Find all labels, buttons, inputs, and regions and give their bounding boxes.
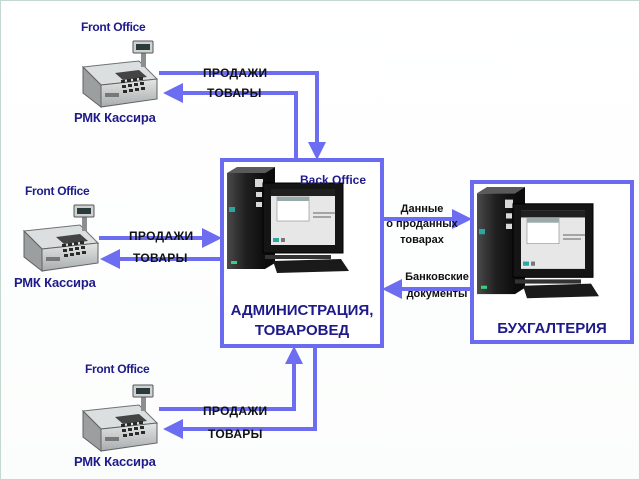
goods-label-top: ТОВАРЫ: [207, 86, 262, 100]
front-office-label-bottom: Front Office: [85, 362, 150, 376]
sales-data-line1: Данные: [400, 203, 444, 215]
goods-label-bottom: ТОВАРЫ: [208, 427, 263, 441]
front-office-label-top: Front Office: [81, 20, 146, 34]
cashier-label-top: РМК Кассира: [74, 110, 156, 125]
arrow-sales-bottom: [159, 363, 296, 411]
goods-label-middle: ТОВАРЫ: [133, 251, 188, 265]
sales-data-line3: товарах: [400, 233, 444, 246]
bank-docs-line1: Банковские: [405, 271, 469, 283]
sales-data-line2: о проданных: [386, 218, 458, 231]
arrow-goods-bottom: [181, 346, 317, 431]
arrow-goods-top: [181, 91, 298, 160]
sales-label-top: ПРОДАЖИ: [203, 66, 268, 80]
accounting-name: БУХГАЛТЕРИЯ: [497, 320, 607, 337]
sales-label-bottom: ПРОДАЖИ: [203, 404, 268, 418]
front-office-label-middle: Front Office: [25, 184, 90, 198]
bank-docs-label: Банковские документы: [400, 269, 474, 303]
arrow-sales-top: [159, 71, 319, 143]
cash-register-middle: [23, 204, 99, 272]
cash-register-bottom: [82, 384, 158, 452]
bank-docs-line2: документы: [406, 288, 468, 301]
cash-register-top: [82, 40, 158, 108]
back-office-name-line2: ТОВАРОВЕД: [254, 322, 350, 340]
sales-label-middle: ПРОДАЖИ: [129, 229, 194, 243]
sales-data-label: Данные о проданных товарах: [385, 202, 459, 248]
cashier-label-middle: РМК Кассира: [14, 275, 96, 290]
cashier-label-bottom: РМК Кассира: [74, 454, 156, 469]
back-office-name-line1: АДМИНИСТРАЦИЯ,: [230, 302, 374, 319]
back-office-name: АДМИНИСТРАЦИЯ, ТОВАРОВЕД: [222, 301, 382, 342]
back-office-title: Back Office: [300, 173, 367, 187]
accounting-computer: [476, 186, 600, 299]
